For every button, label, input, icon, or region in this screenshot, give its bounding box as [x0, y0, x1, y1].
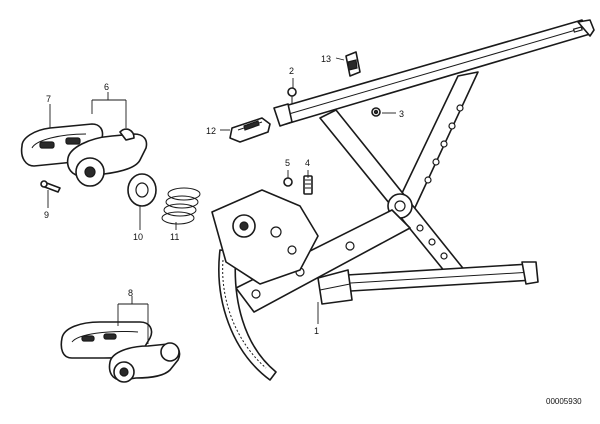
callout-13: 13 — [321, 54, 331, 64]
callout-1: 1 — [314, 326, 319, 336]
rail-slider-part-12 — [229, 117, 271, 143]
scissor-arm-upper — [391, 71, 479, 215]
spring-part-11 — [161, 187, 201, 225]
document-number: 00005930 — [546, 397, 582, 406]
handle-part-6 — [66, 128, 148, 187]
support-bracket-part-1 — [317, 269, 353, 305]
leader-lines — [47, 57, 396, 344]
lower-guide-rail — [329, 261, 539, 293]
callout-10: 10 — [133, 232, 143, 242]
screw-part-9 — [40, 180, 61, 193]
washer-part-5 — [283, 177, 293, 187]
callout-12: 12 — [206, 126, 216, 136]
callout-5: 5 — [285, 158, 290, 168]
callout-4: 4 — [305, 158, 310, 168]
callout-3: 3 — [399, 109, 404, 119]
regulator-plate — [211, 189, 319, 285]
washer-part-3 — [371, 107, 381, 117]
gear-sector — [218, 249, 277, 381]
callout-9: 9 — [44, 210, 49, 220]
upper-guide-rail — [273, 19, 595, 127]
bolt-part-4 — [303, 175, 313, 195]
clip-part-13 — [345, 51, 361, 77]
callout-8: 8 — [128, 288, 133, 298]
main-lift-arm — [235, 209, 411, 313]
callout-11: 11 — [170, 232, 179, 242]
callout-7: 7 — [46, 94, 51, 104]
callout-labels: 1 2 3 4 5 6 7 8 9 10 11 12 13 — [44, 54, 404, 336]
handle-set-part-8 — [60, 321, 181, 383]
callout-2: 2 — [289, 66, 294, 76]
escutcheon-part-10 — [127, 173, 157, 207]
nut-part-2 — [287, 87, 297, 104]
callout-6: 6 — [104, 82, 109, 92]
